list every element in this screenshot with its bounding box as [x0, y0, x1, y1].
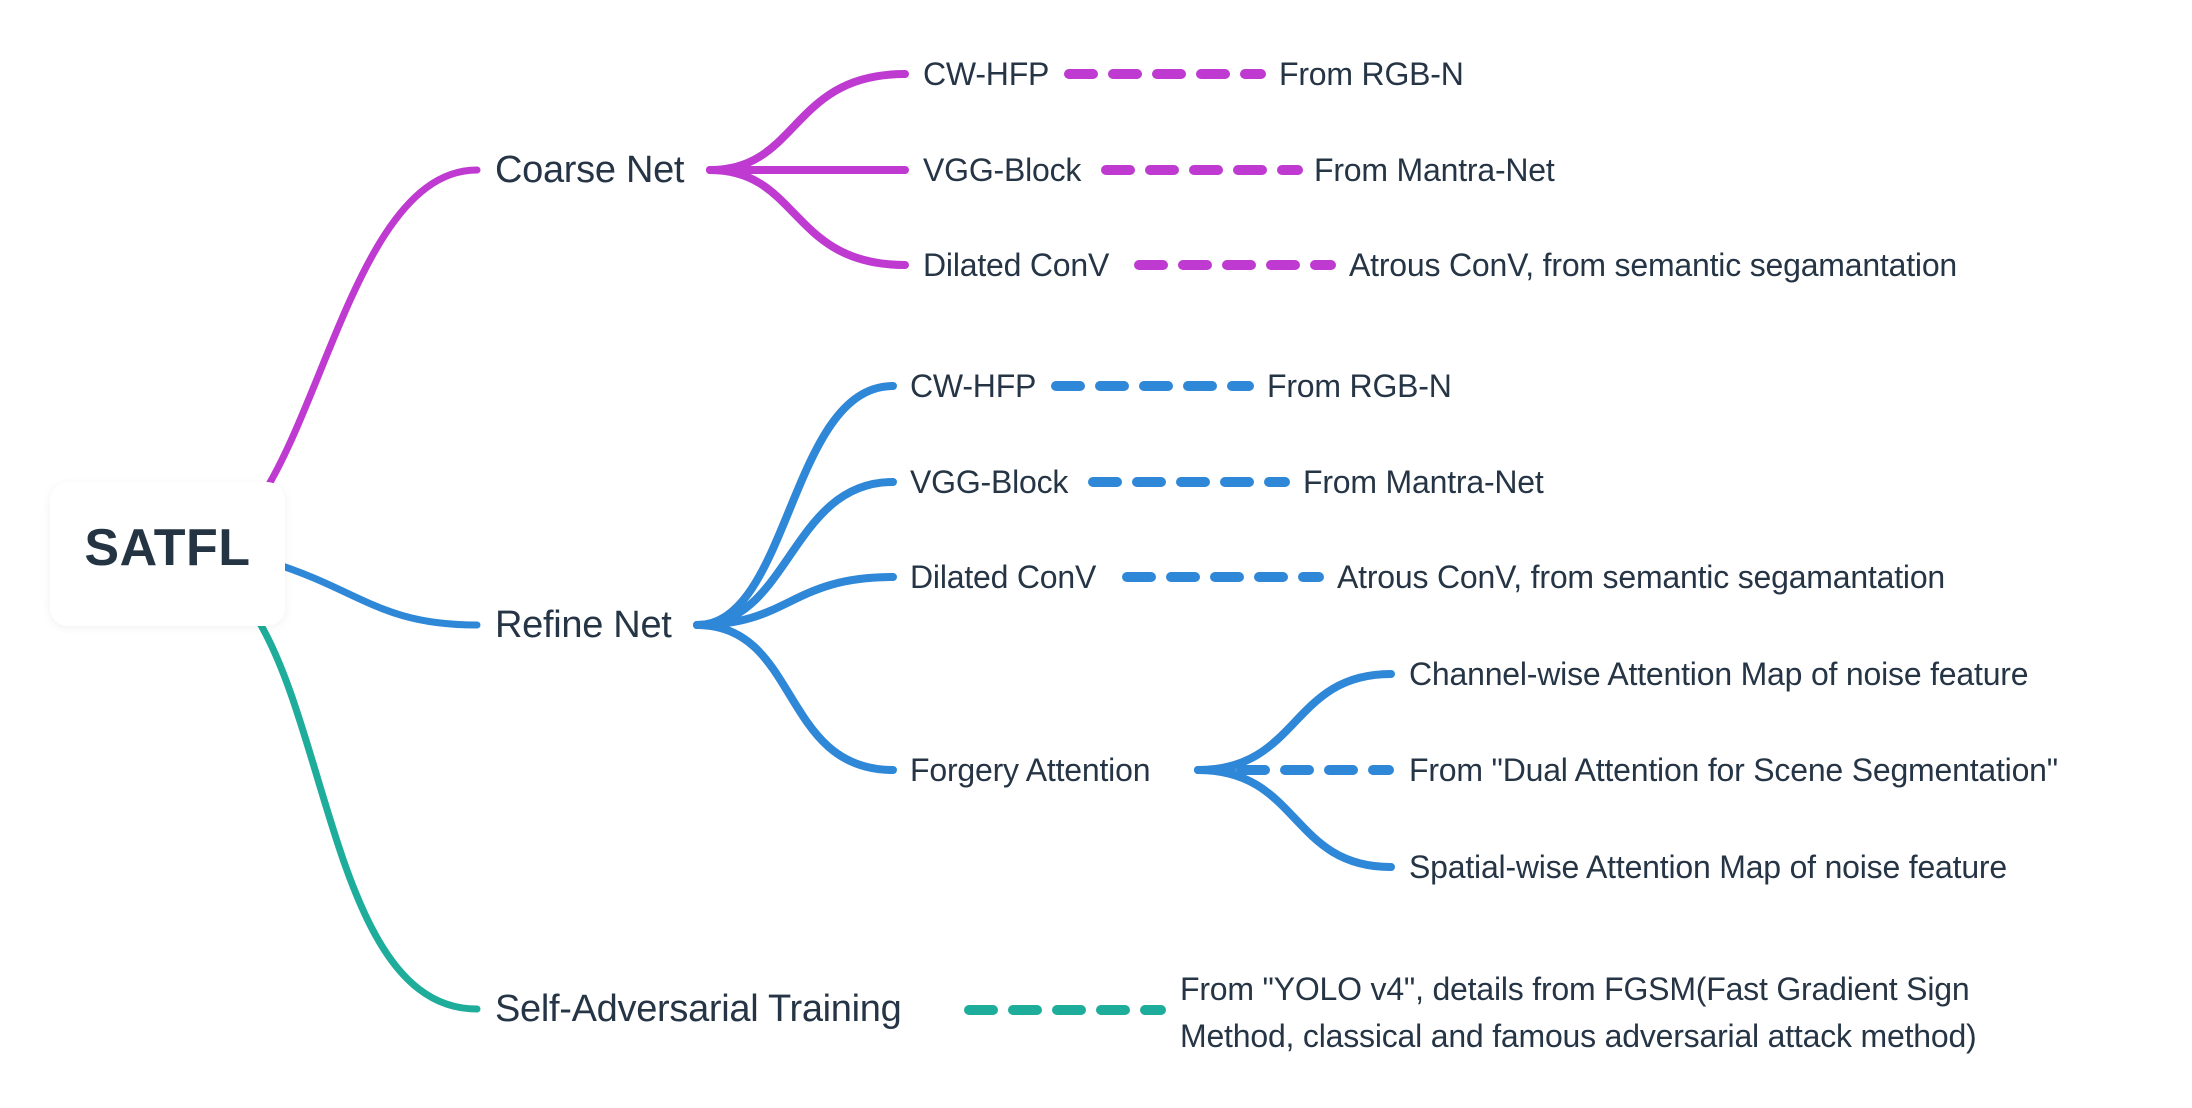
- refine-node-cw-hfp[interactable]: CW-HFP: [910, 368, 1037, 404]
- forgery-node-channel-wise[interactable]: Channel-wise Attention Map of noise feat…: [1409, 656, 2029, 692]
- refine-note-vgg-block[interactable]: From Mantra-Net: [1303, 464, 1544, 500]
- branch-self-adversarial-training[interactable]: Self-Adversarial Training: [495, 988, 902, 1030]
- refine-note-cw-hfp[interactable]: From RGB-N: [1267, 368, 1452, 404]
- refine-node-forgery-attention[interactable]: Forgery Attention: [910, 752, 1151, 788]
- branch-refine-net[interactable]: Refine Net: [495, 604, 672, 646]
- coarse-node-dilated-conv[interactable]: Dilated ConV: [923, 247, 1110, 283]
- coarse-node-cw-hfp[interactable]: CW-HFP: [923, 56, 1050, 92]
- refine-note-dilated-conv[interactable]: Atrous ConV, from semantic segamantation: [1337, 559, 1946, 595]
- connector-refine-forgery: [693, 621, 897, 774]
- connector-forgery-spatial: [1194, 766, 1395, 871]
- coarse-note-cw-hfp[interactable]: From RGB-N: [1279, 56, 1464, 92]
- coarse-note-dilated-conv[interactable]: Atrous ConV, from semantic segamantation: [1349, 247, 1958, 283]
- connector-coarse-cwhfp: [706, 70, 909, 174]
- coarse-note-vgg-block[interactable]: From Mantra-Net: [1314, 152, 1555, 188]
- root-node[interactable]: SATFL: [50, 482, 285, 626]
- connector-refine-cwhfp: [693, 382, 897, 629]
- branch-coarse-net[interactable]: Coarse Net: [495, 149, 685, 191]
- connector-coarse-dilated: [706, 166, 909, 269]
- forgery-node-spatial-wise[interactable]: Spatial-wise Attention Map of noise feat…: [1409, 849, 2007, 885]
- connector-root-coarse: [264, 166, 481, 490]
- refine-node-vgg-block[interactable]: VGG-Block: [910, 464, 1069, 500]
- root-label: SATFL: [84, 519, 251, 577]
- coarse-node-vgg-block[interactable]: VGG-Block: [923, 152, 1082, 188]
- connector-forgery-channel: [1194, 670, 1395, 774]
- self-adversarial-note[interactable]: From "YOLO v4", details from FGSM(Fast G…: [1180, 971, 1977, 1054]
- connector-refine-vgg: [693, 478, 897, 629]
- forgery-note-dual-attention[interactable]: From "Dual Attention for Scene Segmentat…: [1409, 752, 2058, 788]
- connector-root-selfadv: [254, 616, 481, 1013]
- refine-node-dilated-conv[interactable]: Dilated ConV: [910, 559, 1097, 595]
- connector-refine-dilated: [693, 573, 897, 629]
- connector-root-refine: [266, 558, 481, 629]
